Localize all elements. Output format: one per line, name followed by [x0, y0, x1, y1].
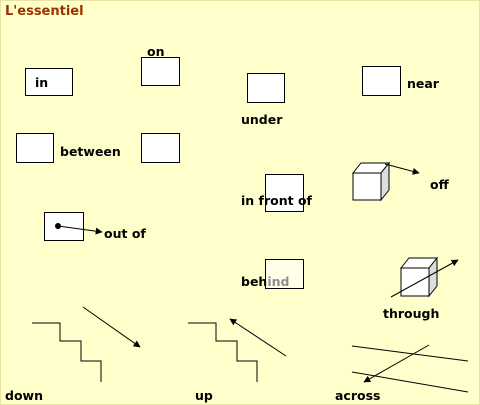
label-across: across [335, 388, 381, 403]
between-box-left [16, 133, 54, 163]
through-cube [399, 256, 439, 298]
up-arrow [229, 318, 287, 357]
on-box [141, 57, 180, 86]
across-line-top [351, 345, 469, 362]
label-out-of: out of [104, 226, 146, 241]
label-up: up [195, 388, 213, 403]
across-line-bottom [351, 371, 469, 393]
under-box [247, 73, 285, 103]
off-arrow [384, 163, 420, 175]
across-arrow [363, 344, 430, 383]
in-box [25, 68, 73, 96]
label-under: under [241, 112, 283, 127]
label-off: off [430, 177, 449, 192]
label-near: near [407, 76, 439, 91]
label-on: on [147, 44, 165, 59]
label-down: down [5, 388, 43, 403]
behind-box [265, 259, 304, 289]
page-title: L'essentiel [5, 4, 84, 19]
label-in: in [35, 75, 49, 90]
out-of-arrow [57, 225, 103, 235]
label-through: through [383, 306, 440, 321]
between-box-right [141, 133, 180, 163]
in-front-of-box [265, 174, 304, 212]
near-box [362, 66, 401, 96]
down-stairs [32, 322, 102, 382]
label-between: between [60, 144, 121, 159]
down-arrow [82, 306, 141, 348]
off-cube [351, 161, 391, 202]
through-arrow [390, 259, 459, 298]
up-stairs [188, 322, 258, 382]
label-in-front-of: in front of [241, 193, 312, 208]
